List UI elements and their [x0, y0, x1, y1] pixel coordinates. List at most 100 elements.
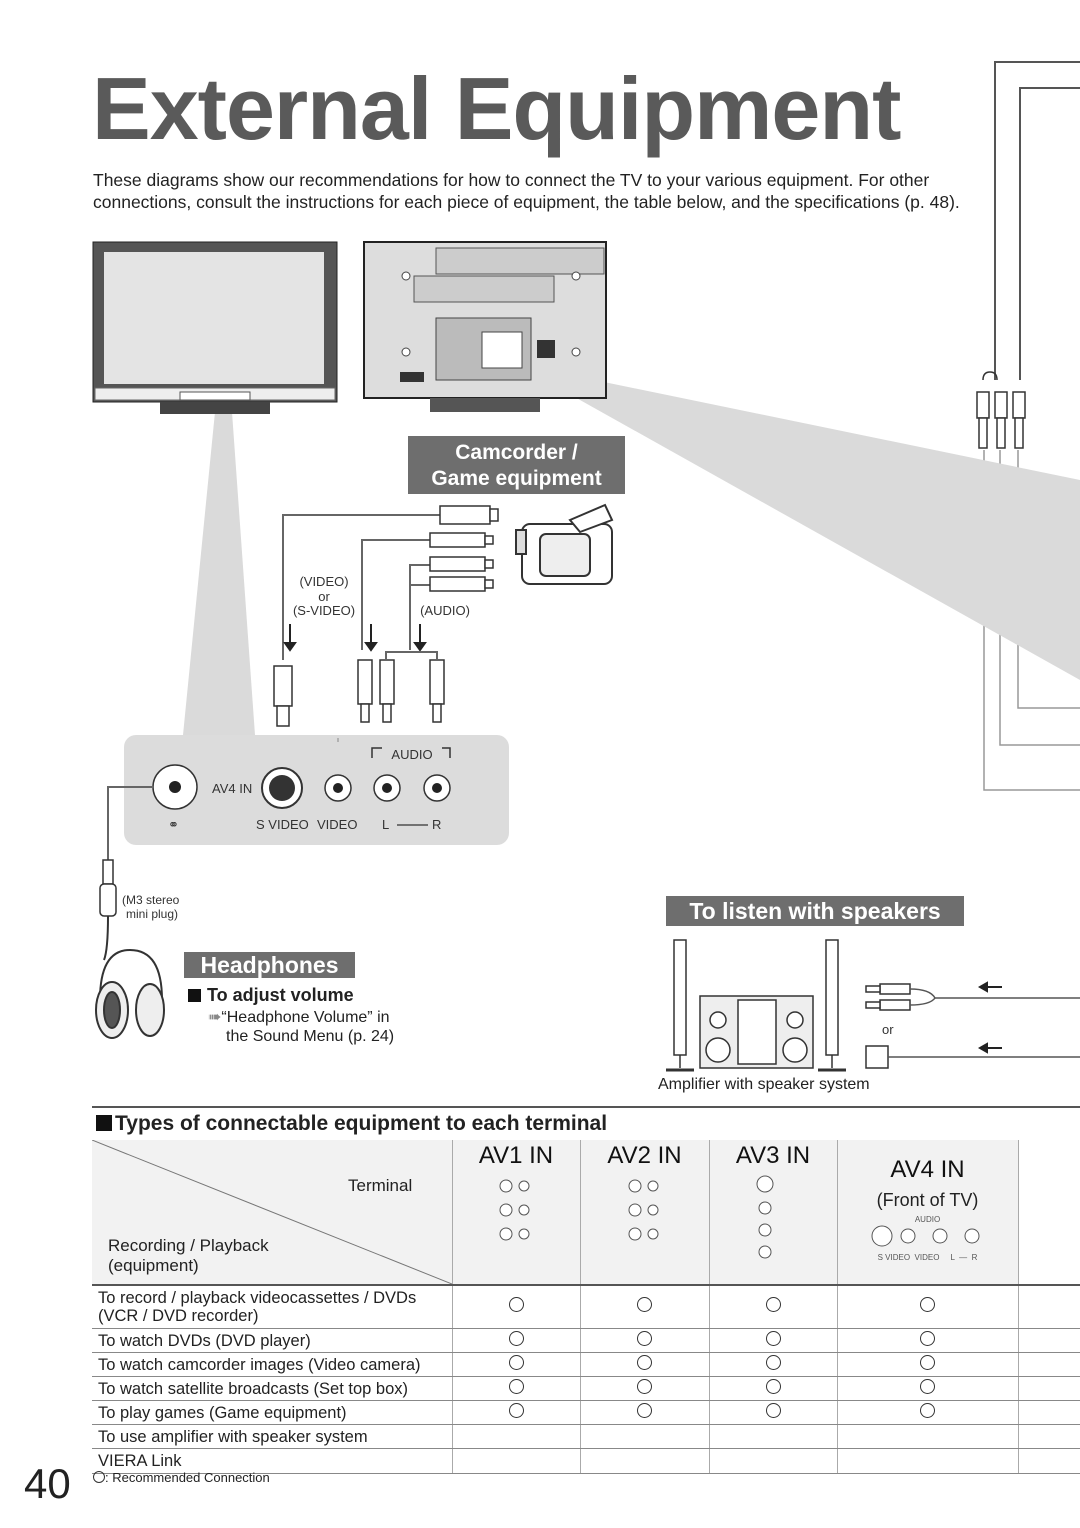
- table-header-row: Terminal Recording / Playback (equipment…: [92, 1140, 1080, 1286]
- corner-diagonal: [92, 1140, 452, 1284]
- panel-r-label: R: [432, 817, 442, 832]
- table-row: To watch DVDs (DVD player): [92, 1328, 1080, 1353]
- rca-plugs-right: [976, 371, 1026, 449]
- row-label-line1: VIERA Link: [98, 1452, 182, 1470]
- audio-r-port-icon: [423, 774, 451, 802]
- adjust-volume-note: ➠“Headphone Volume” in the Sound Menu (p…: [208, 1008, 394, 1046]
- col-av4-in: AV4 IN (Front of TV) AUDIO S VIDEO VIDEO…: [837, 1140, 1019, 1286]
- row-label-line1: To use amplifier with speaker system: [98, 1427, 368, 1446]
- speaker-right-icon: [818, 939, 846, 1072]
- adjust-volume-heading: To adjust volume: [188, 985, 354, 1006]
- row-cell-av4-in: [837, 1448, 1019, 1474]
- recommended-circle-icon: [637, 1297, 652, 1312]
- arrow-right-icon: ➠: [208, 1009, 222, 1026]
- row-cell-extra: [1018, 1328, 1080, 1353]
- av4-ports-icon: [871, 1225, 979, 1247]
- recommended-circle-icon: [765, 1297, 781, 1312]
- recommended-circle-icon: [920, 1297, 935, 1312]
- legend: : Recommended Connection: [93, 1470, 270, 1485]
- col-av3-in: AV3 IN: [709, 1140, 838, 1286]
- row-cell-av4-in: [837, 1376, 1019, 1401]
- panel-headphone-icon: ⚭: [168, 817, 179, 832]
- audio-l-port-icon: [373, 774, 401, 802]
- row-cell-av4-in: [837, 1285, 1019, 1329]
- row-cell-extra: [1018, 1376, 1080, 1401]
- headphones-icon: [95, 948, 165, 1039]
- row-cell-av2-in: [580, 1376, 710, 1401]
- row-cell-av4-in: [837, 1352, 1019, 1377]
- corner-recording-label: Recording / Playback: [108, 1236, 269, 1255]
- row-cell-extra: [1018, 1400, 1080, 1425]
- connection-diagram: [92, 61, 1080, 1108]
- col-av1-in: AV1 IN: [452, 1140, 581, 1286]
- s-video-port-icon: [261, 767, 303, 809]
- row-cell-av2-in: [580, 1285, 710, 1329]
- recommended-circle-icon: [920, 1378, 935, 1394]
- plug-label-1: (M3 stereo: [122, 893, 180, 907]
- row-cell-av3-in: [709, 1285, 838, 1329]
- headphones-tag: Headphones: [184, 952, 355, 978]
- recommended-circle-icon: [765, 1378, 781, 1394]
- row-cell-av4-in: [837, 1328, 1019, 1353]
- recommended-circle-icon: [637, 1402, 652, 1418]
- label-video: (VIDEO): [299, 574, 349, 589]
- adjust-volume-line2: the Sound Menu (p. 24): [226, 1028, 395, 1045]
- recommended-circle-icon: [637, 1330, 652, 1346]
- row-cell-av2-in: [580, 1448, 710, 1474]
- row-label: VIERA Link: [92, 1448, 453, 1474]
- recommended-circle-icon: [637, 1354, 652, 1370]
- amplifier-icon: [699, 995, 814, 1069]
- recommended-circle-icon: [920, 1402, 935, 1418]
- row-cell-av1-in: [452, 1352, 581, 1377]
- front-panel: [124, 735, 509, 845]
- intro-paragraph: These diagrams show our recommendations …: [93, 170, 960, 212]
- row-cell-av4-in: [837, 1424, 1019, 1449]
- row-cell-av1-in: [452, 1400, 581, 1425]
- panel-video-label: VIDEO: [317, 817, 358, 832]
- row-cell-av3-in: [709, 1424, 838, 1449]
- av2-title: AV2 IN: [607, 1142, 682, 1169]
- row-cell-av4-in: [837, 1400, 1019, 1425]
- recommended-circle-icon: [637, 1378, 652, 1394]
- speaker-or-label: or: [882, 1022, 894, 1037]
- av1-ports-icon: [499, 1179, 530, 1241]
- row-cell-av3-in: [709, 1376, 838, 1401]
- av1-title: AV1 IN: [478, 1142, 554, 1169]
- col-extra: [1018, 1140, 1080, 1286]
- row-cell-extra: [1018, 1448, 1080, 1474]
- row-cell-av2-in: [580, 1328, 710, 1353]
- table-row: To use amplifier with speaker system: [92, 1424, 1080, 1449]
- page-number: 40: [24, 1460, 71, 1507]
- plug-label-2: mini plug): [126, 907, 179, 921]
- corner-equipment-label: (equipment): [108, 1256, 199, 1275]
- table-row: To watch camcorder images (Video camera): [92, 1352, 1080, 1377]
- row-cell-av3-in: [709, 1328, 838, 1353]
- tv-back: [363, 241, 607, 412]
- table-row: To record / playback videocassettes / DV…: [92, 1285, 1080, 1329]
- row-cell-av3-in: [709, 1352, 838, 1377]
- recommended-circle-icon: [920, 1354, 935, 1370]
- recommended-circle-icon: [765, 1354, 781, 1370]
- av2-ports-icon: [628, 1179, 658, 1241]
- recommended-circle-icon: [508, 1354, 524, 1370]
- table-corner-cell: Terminal Recording / Playback (equipment…: [92, 1140, 453, 1286]
- panel-av4in-label: AV4 IN: [212, 781, 253, 796]
- recommended-circle-icon: [508, 1402, 524, 1418]
- terminal-table: Terminal Recording / Playback (equipment…: [92, 1140, 1080, 1474]
- amplifier-label: Amplifier with speaker system: [658, 1076, 870, 1093]
- row-cell-extra: [1018, 1352, 1080, 1377]
- label-or: or: [318, 589, 330, 604]
- recommended-circle-icon: [765, 1330, 781, 1346]
- row-cell-av1-in: [452, 1328, 581, 1353]
- row-cell-av2-in: [580, 1400, 710, 1425]
- video-port-icon: [324, 774, 352, 802]
- recommended-circle-icon: [508, 1297, 524, 1312]
- panel-l-label: L: [382, 817, 390, 832]
- label-svideo: (S-VIDEO): [292, 603, 356, 618]
- av4-sub: (Front of TV): [876, 1190, 979, 1210]
- row-label: To watch DVDs (DVD player): [92, 1328, 453, 1353]
- col-av2-in: AV2 IN: [580, 1140, 710, 1286]
- row-label: To watch camcorder images (Video camera): [92, 1352, 453, 1377]
- av3-ports-icon: [756, 1175, 774, 1259]
- av4-ports-label: S VIDEO VIDEO L — R: [877, 1253, 978, 1262]
